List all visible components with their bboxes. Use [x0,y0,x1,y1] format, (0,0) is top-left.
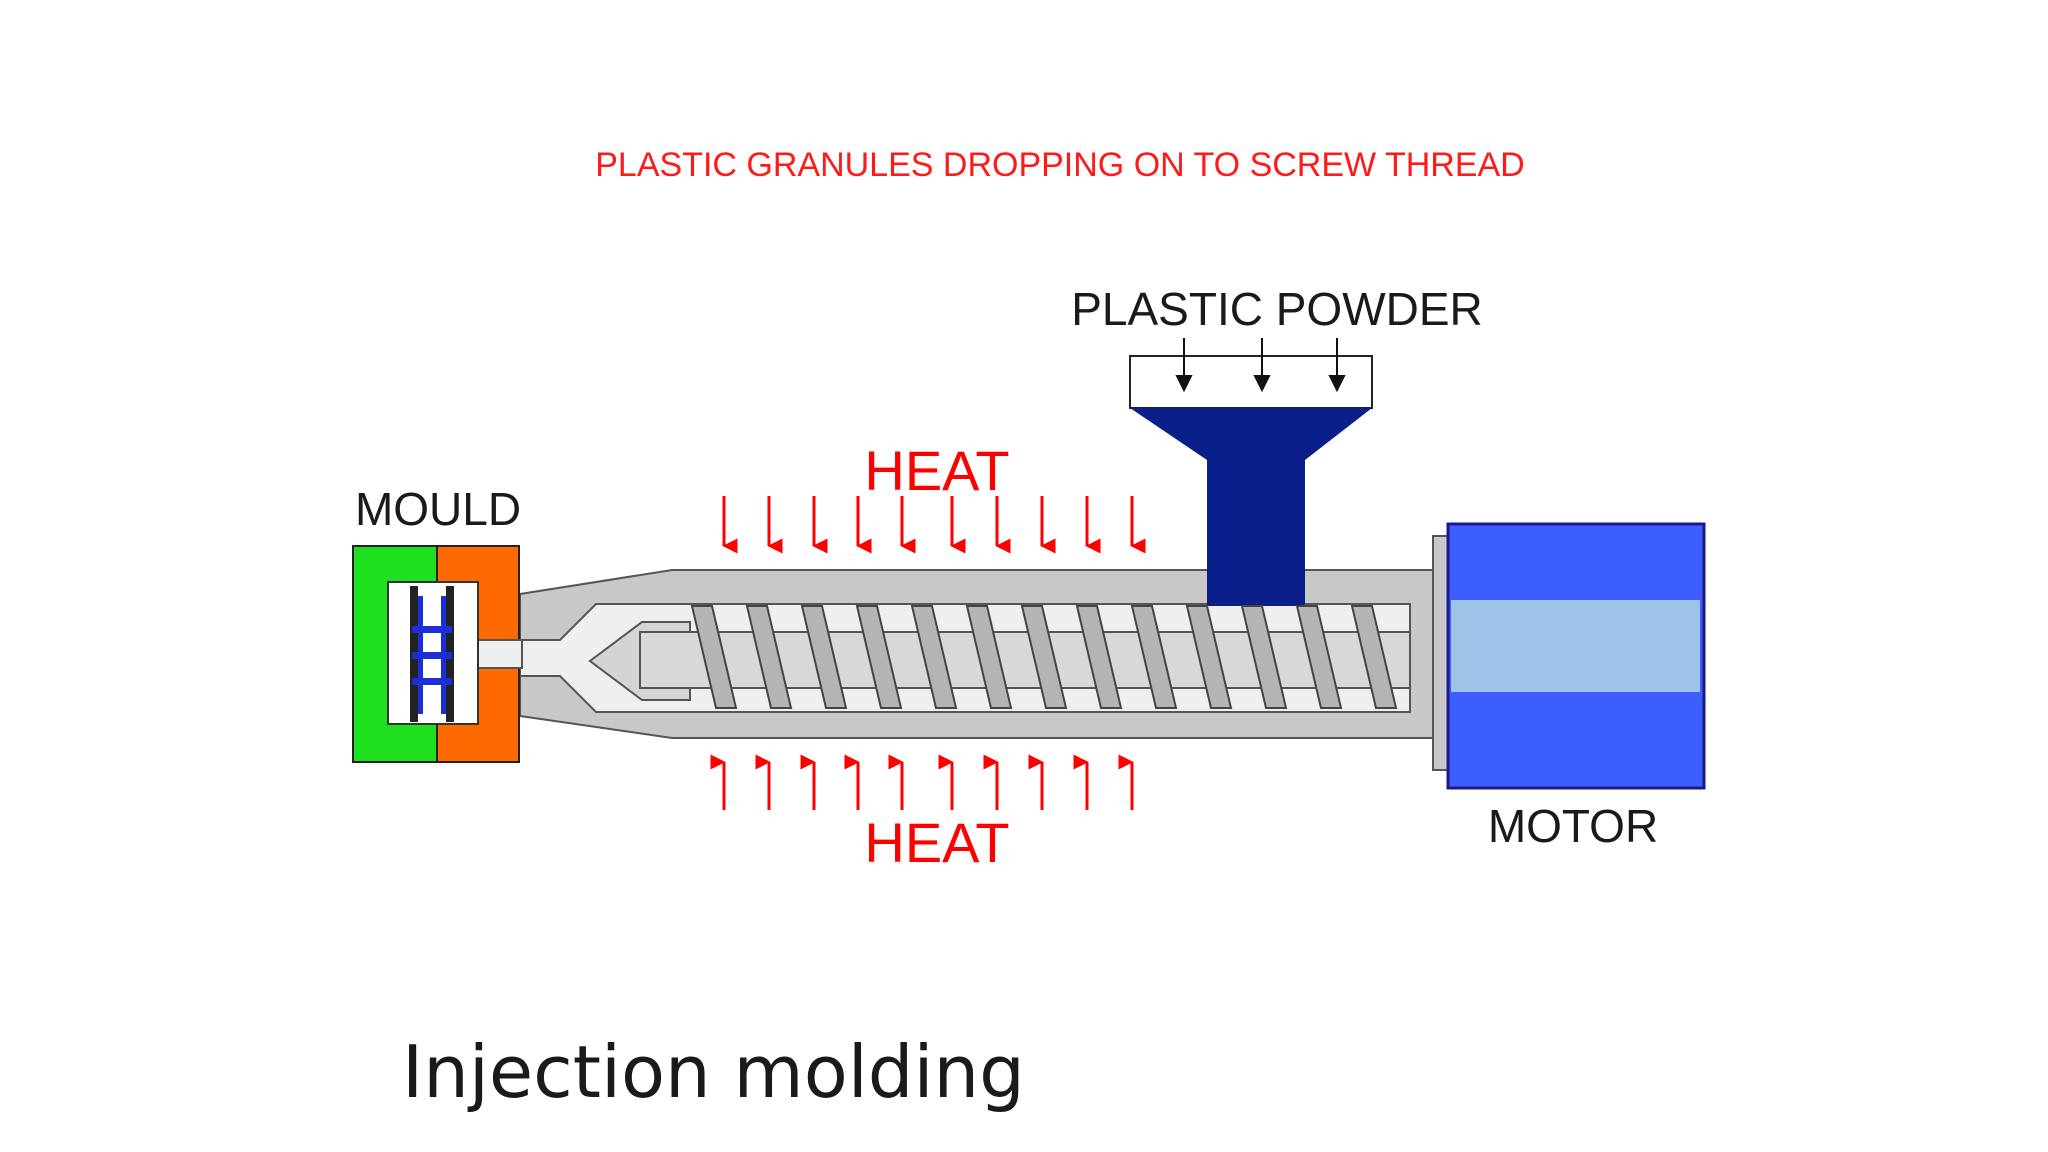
label-motor: MOTOR [1488,800,1658,852]
powder-arrow-down-icon [1328,338,1346,393]
hopper-throat [1207,568,1305,606]
label-heat-bottom: HEAT [864,811,1009,874]
slide-caption: Injection molding [402,1030,1025,1114]
hopper-funnel [1130,408,1372,596]
label-mould: MOULD [355,483,521,535]
mould-runner [477,639,523,669]
powder-arrows [1175,338,1346,393]
banner-title: PLASTIC GRANULES DROPPING ON TO SCREW TH… [595,146,1525,184]
powder-arrow-down-icon [1253,338,1271,393]
screw-flights [690,605,1398,709]
label-heat-top: HEAT [864,439,1009,502]
motor [1446,522,1706,790]
powder-arrow-down-icon [1175,338,1193,393]
screw [588,605,1411,709]
heat-arrows-top [722,496,1146,554]
hopper-tray [1129,355,1373,409]
label-plastic-powder: PLASTIC POWDER [1071,283,1483,335]
moulded-part [410,586,454,722]
heat-arrows-bottom [710,754,1134,810]
hopper [1129,338,1373,596]
motor-band [1451,600,1700,692]
mould [352,545,523,763]
